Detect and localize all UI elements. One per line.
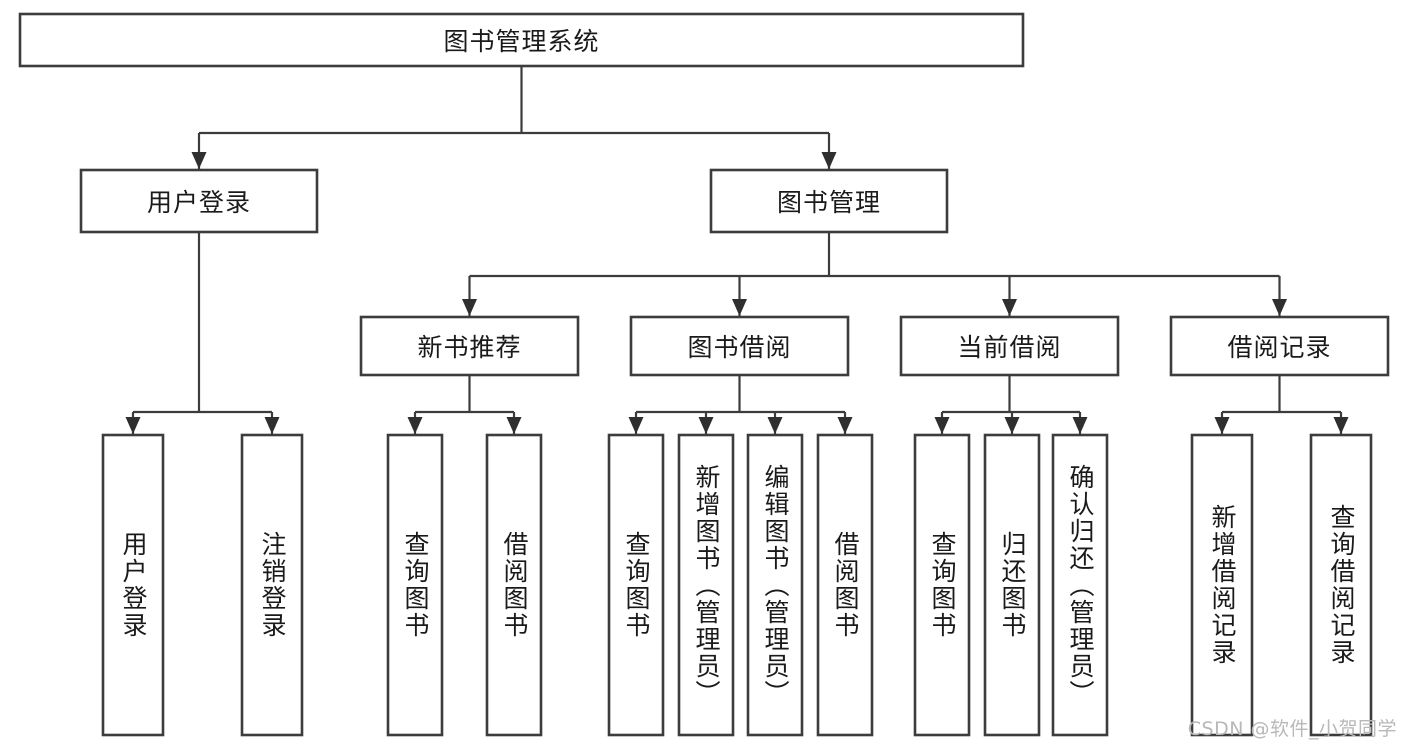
arrow-head-icon-new-book-recommend-0 — [407, 417, 423, 434]
boxes-layer — [18, 12, 1390, 737]
arrow-head-icon-bm-2 — [1002, 299, 1017, 316]
arrow-head-icon-current-borrow-1 — [1004, 417, 1020, 434]
node-book-borrow[interactable] — [629, 315, 850, 377]
arrow-head-icon-user-login-0 — [125, 417, 141, 434]
node-leaf-query-book-2[interactable] — [607, 433, 665, 737]
node-leaf-add-book[interactable] — [677, 433, 735, 737]
arrow-head-icon-book-borrow-0 — [628, 417, 644, 434]
node-leaf-logout[interactable] — [240, 433, 304, 737]
node-new-book-recommend[interactable] — [359, 315, 580, 377]
arrow-head-icon-root-0 — [191, 152, 207, 169]
arrow-head-icon-user-login-1 — [264, 417, 280, 434]
arrow-head-icon-bm-0 — [462, 299, 477, 316]
arrow-head-icon-book-borrow-3 — [837, 417, 853, 434]
node-user-login[interactable] — [79, 168, 319, 234]
arrow-head-icon-current-borrow-0 — [934, 417, 950, 434]
node-root[interactable] — [18, 12, 1025, 68]
node-book-manage[interactable] — [709, 168, 949, 234]
node-leaf-borrow-book-2[interactable] — [816, 433, 874, 737]
node-leaf-add-record[interactable] — [1190, 433, 1254, 737]
node-leaf-edit-book[interactable] — [746, 433, 804, 737]
arrow-head-icon-bm-3 — [1272, 299, 1287, 316]
arrow-head-icon-borrow-record-0 — [1214, 417, 1230, 434]
arrow-head-icon-root-1 — [821, 152, 837, 169]
node-leaf-confirm-return[interactable] — [1051, 433, 1109, 737]
node-leaf-return-book[interactable] — [983, 433, 1041, 737]
connectors-layer — [125, 66, 1349, 434]
arrow-head-icon-current-borrow-2 — [1072, 417, 1088, 434]
node-borrow-record[interactable] — [1169, 315, 1390, 377]
node-current-borrow[interactable] — [899, 315, 1120, 377]
node-leaf-query-book-3[interactable] — [913, 433, 971, 737]
node-leaf-query-book-1[interactable] — [386, 433, 444, 737]
arrow-head-icon-book-borrow-2 — [767, 417, 783, 434]
node-leaf-borrow-book-1[interactable] — [485, 433, 543, 737]
arrow-head-icon-bm-1 — [732, 299, 747, 316]
arrow-head-icon-book-borrow-1 — [698, 417, 714, 434]
node-leaf-query-record[interactable] — [1309, 433, 1373, 737]
arrow-head-icon-borrow-record-1 — [1333, 417, 1349, 434]
node-leaf-user-login[interactable] — [101, 433, 165, 737]
arrow-head-icon-new-book-recommend-1 — [506, 417, 522, 434]
